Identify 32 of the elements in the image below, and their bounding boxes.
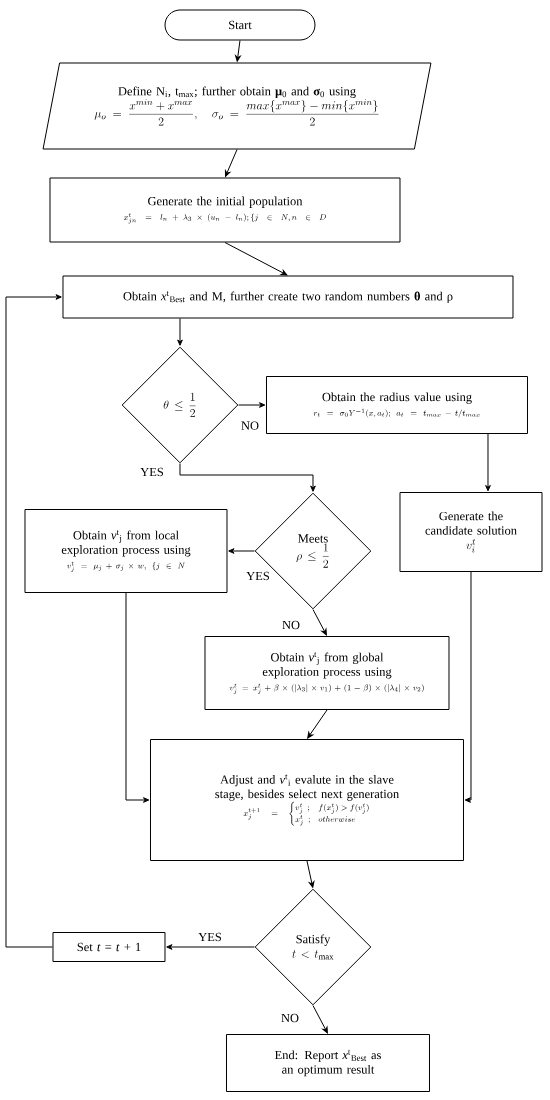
process-box: End: Report x$^{t}$$_{Best}$ as an optimum result bbox=[226, 1034, 430, 1092]
arrow bbox=[179, 463, 316, 492]
arrow bbox=[224, 149, 238, 177]
arrow bbox=[177, 318, 183, 346]
arrow bbox=[485, 433, 491, 492]
process-box: Set t = t + 1 bbox=[52, 932, 166, 962]
start-terminal: Start bbox=[164, 9, 316, 41]
arrow bbox=[235, 40, 241, 62]
edge-label: YES bbox=[139, 466, 165, 478]
edge-label: YES bbox=[197, 931, 223, 943]
edge-label: NO bbox=[240, 420, 260, 431]
process-box: Obtain v$^{t}$$_{j}$ from global exploration process using $v_j^t=x_j^t+\beta\times(|\lambda_3|\times v_1)+(1-\beta)\times(|\lambda_4|\times v_2)$ bbox=[204, 636, 450, 710]
edge-label: NO bbox=[280, 1012, 300, 1024]
input-parallelogram: Define N$_{i}$, t$_{max}$; further obtain μ$_{0}$ and σ$_{0}$ using $\mu_o=\frac{x^{min}+x^{max}}{2},\quad \sigma_o=\frac{max\{x^{max}\}-min\{x^{min}\}}{2}$ bbox=[42, 62, 432, 150]
arrow bbox=[464, 571, 472, 803]
arrow bbox=[5, 294, 62, 948]
arrow bbox=[307, 709, 328, 739]
arrow bbox=[224, 242, 288, 276]
edge-label: NO bbox=[281, 619, 301, 631]
arrow bbox=[306, 860, 315, 888]
arrow bbox=[228, 548, 255, 554]
arrow bbox=[312, 609, 327, 636]
arrow bbox=[312, 1005, 328, 1034]
process-box: Obtain v$^{t}$$_{j}$ from local exploration process using $v_j^t=\mu_j+\sigma_j\times w,\ \{j\in N$ bbox=[24, 509, 228, 593]
arrow bbox=[166, 944, 255, 950]
process-box: Adjust and v$^{t}$$_{i}$ evalute in the slave stage, besides select next generation $x_j^{t+1}=\begin{cases} v_j^t\ ; & f(x_j^t)>f(v_j^t)\\ x_j^t\ ; & otherwise\end{cases}$ bbox=[150, 739, 464, 861]
process-box: Generate the candidate solution $v_i^t$ bbox=[399, 492, 543, 572]
arrow bbox=[238, 402, 266, 408]
process-box: Obtain x$^{t}$$_{Best}$ and M, further create two random numbers θ and ρ bbox=[62, 275, 514, 319]
arrow bbox=[125, 592, 150, 803]
process-box: Generate the initial population $x^t_{jn}=l_n+\lambda_3\times(u_n-l_n);\{j\in N,n\in D$ bbox=[49, 177, 401, 243]
process-box: Obtain the radius value using $r_t=\sigma_0 Y^{-1}(x,a_t);\ a_t=t_{max}-t/t_{max}$ bbox=[266, 376, 528, 434]
